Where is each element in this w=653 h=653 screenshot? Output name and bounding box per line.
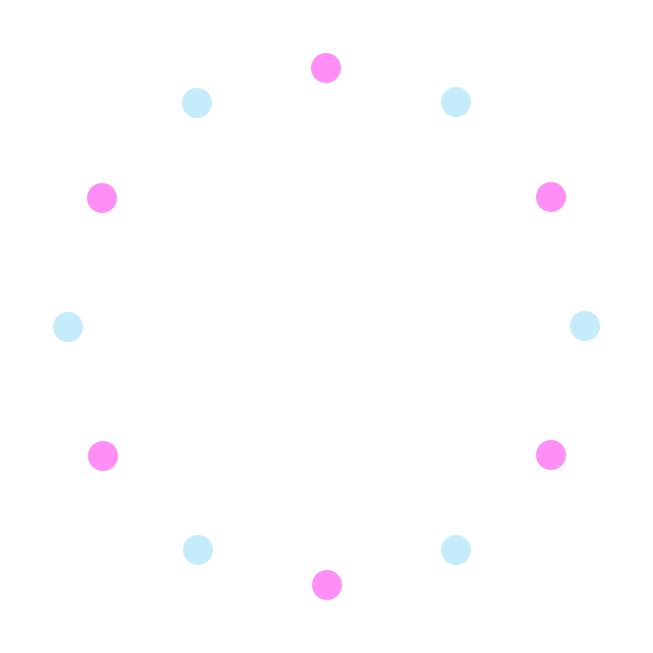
ring-dot — [183, 535, 213, 565]
ring-dot — [441, 87, 471, 117]
ring-dot — [87, 183, 117, 213]
ring-dot — [182, 88, 212, 118]
ring-dot — [53, 312, 83, 342]
ring-dot — [441, 535, 471, 565]
ring-dot — [536, 440, 566, 470]
ring-dot — [536, 182, 566, 212]
ring-dot — [312, 570, 342, 600]
ring-dot — [311, 53, 341, 83]
ring-dot — [88, 441, 118, 471]
ring-dot — [570, 311, 600, 341]
